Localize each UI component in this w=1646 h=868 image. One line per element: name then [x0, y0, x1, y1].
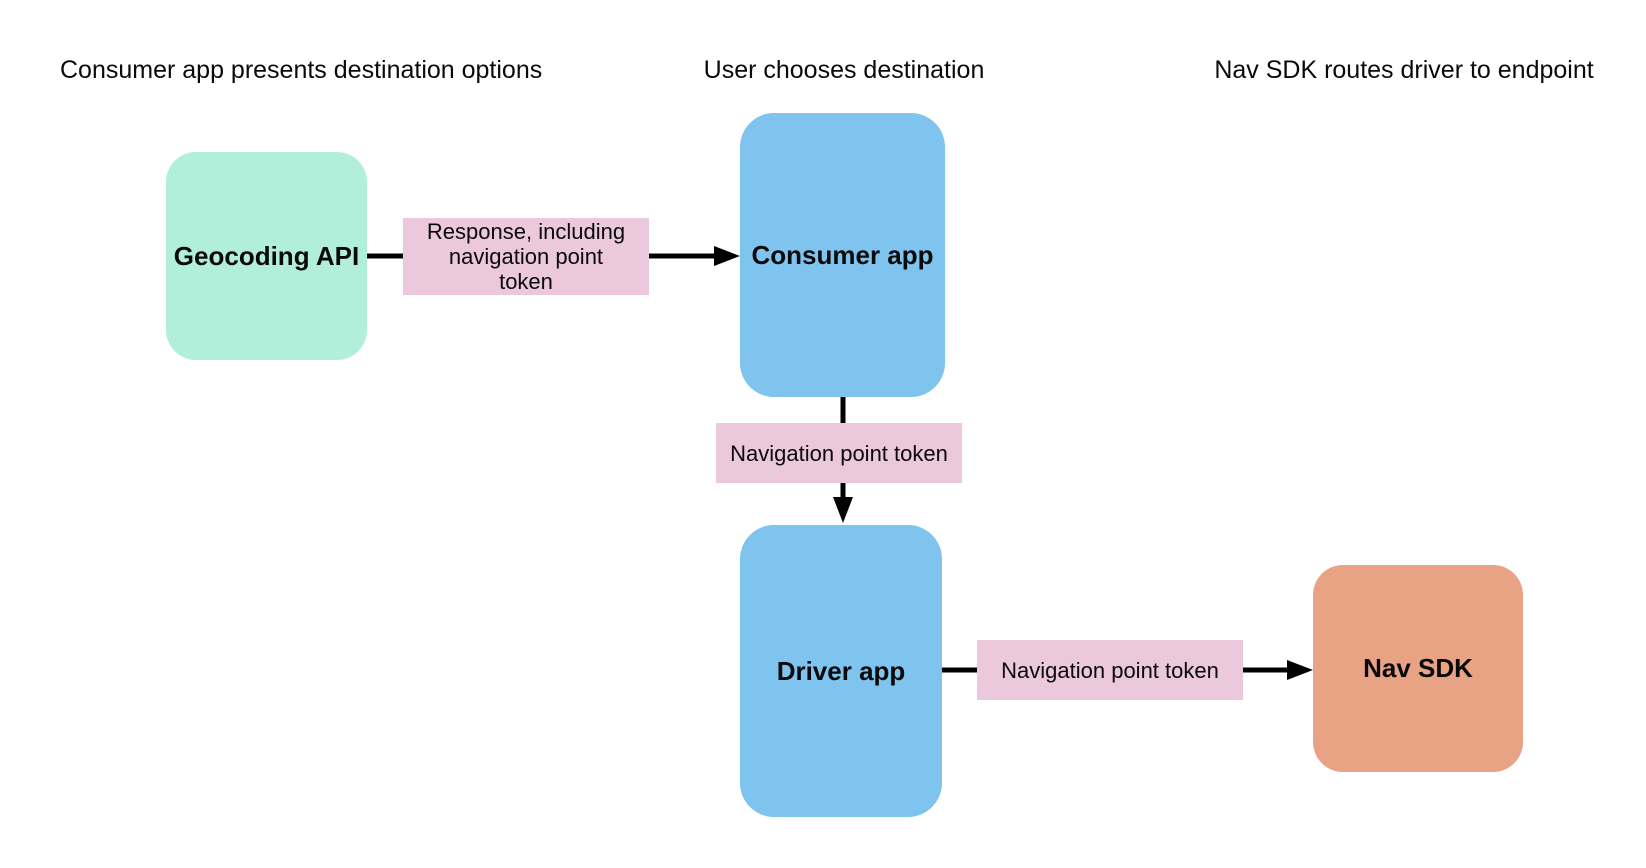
header-step-2: User chooses destination — [703, 56, 985, 84]
node-geocoding-api: Geocoding API — [166, 152, 367, 360]
edge-label-navigation-point-token-1: Navigation point token — [716, 423, 962, 483]
arrowhead-right-icon — [714, 246, 740, 266]
node-geocoding-api-label: Geocoding API — [173, 240, 360, 271]
node-nav-sdk: Nav SDK — [1313, 565, 1523, 772]
node-consumer-app: Consumer app — [740, 113, 945, 397]
header-step-3: Nav SDK routes driver to endpoint — [1214, 56, 1594, 84]
arrowhead-right-icon — [1287, 660, 1313, 680]
edge-label-navigation-point-token-2: Navigation point token — [977, 640, 1243, 700]
node-nav-sdk-label: Nav SDK — [1363, 653, 1473, 683]
arrowhead-down-icon — [833, 497, 853, 523]
node-consumer-app-label: Consumer app — [751, 239, 934, 270]
node-driver-app-label: Driver app — [776, 655, 906, 686]
edge-label-response-token: Response, including navigation point tok… — [403, 218, 649, 295]
header-step-1: Consumer app presents destination option… — [60, 56, 543, 84]
node-driver-app: Driver app — [740, 525, 942, 817]
